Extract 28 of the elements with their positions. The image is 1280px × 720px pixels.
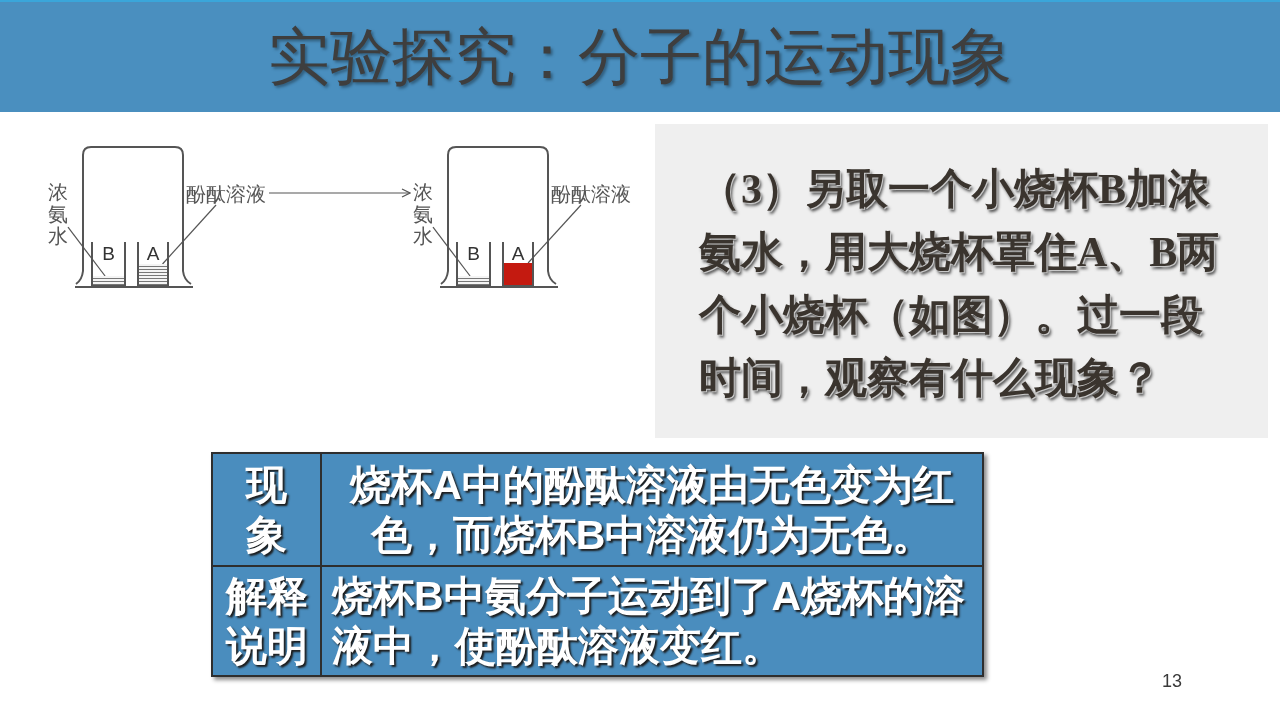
- small-beaker: [502, 242, 534, 287]
- page-number: 13: [1162, 671, 1183, 691]
- callout-label: 酚酞溶液: [551, 183, 631, 205]
- small-beaker: [137, 242, 169, 287]
- leader-line: [67, 226, 106, 277]
- liquid-layer: [139, 264, 167, 285]
- liquid-layer: [458, 276, 489, 285]
- liquid-layer: [504, 263, 532, 285]
- beaker-letter: A: [145, 244, 161, 263]
- table-body-cell: 烧杯A中的酚酞溶液由无色变为红色，而烧杯B中溶液仍为无色。: [322, 454, 982, 565]
- leader-line: [527, 204, 582, 264]
- callout-label: 浓氨水: [48, 181, 68, 247]
- small-beaker: [456, 242, 491, 287]
- table-header-cell: 解释说明: [213, 567, 320, 675]
- small-beaker: [91, 242, 126, 287]
- beaker-letter: B: [101, 244, 116, 263]
- leader-line: [161, 204, 217, 265]
- liquid-layer: [93, 276, 124, 285]
- table-body-cell: 烧杯B中氨分子运动到了A烧杯的溶液中，使酚酞溶液变红。: [322, 567, 982, 675]
- beaker-letter: B: [466, 244, 481, 263]
- question-text: （3）另取一个小烧杯B加浓氨水，用大烧杯罩住A、B两个小烧杯（如图）。过一段时间，观察有什么现象？: [699, 165, 1221, 403]
- leader-line: [432, 226, 471, 277]
- slide-title: 实验探究：分子的运动现象: [268, 22, 1012, 93]
- table-header-cell: 现象: [213, 454, 320, 565]
- callout-label: 浓氨水: [413, 181, 433, 247]
- beaker-letter: A: [510, 244, 526, 263]
- arrow: [268, 188, 411, 198]
- callout-label: 酚酞溶液: [186, 183, 266, 205]
